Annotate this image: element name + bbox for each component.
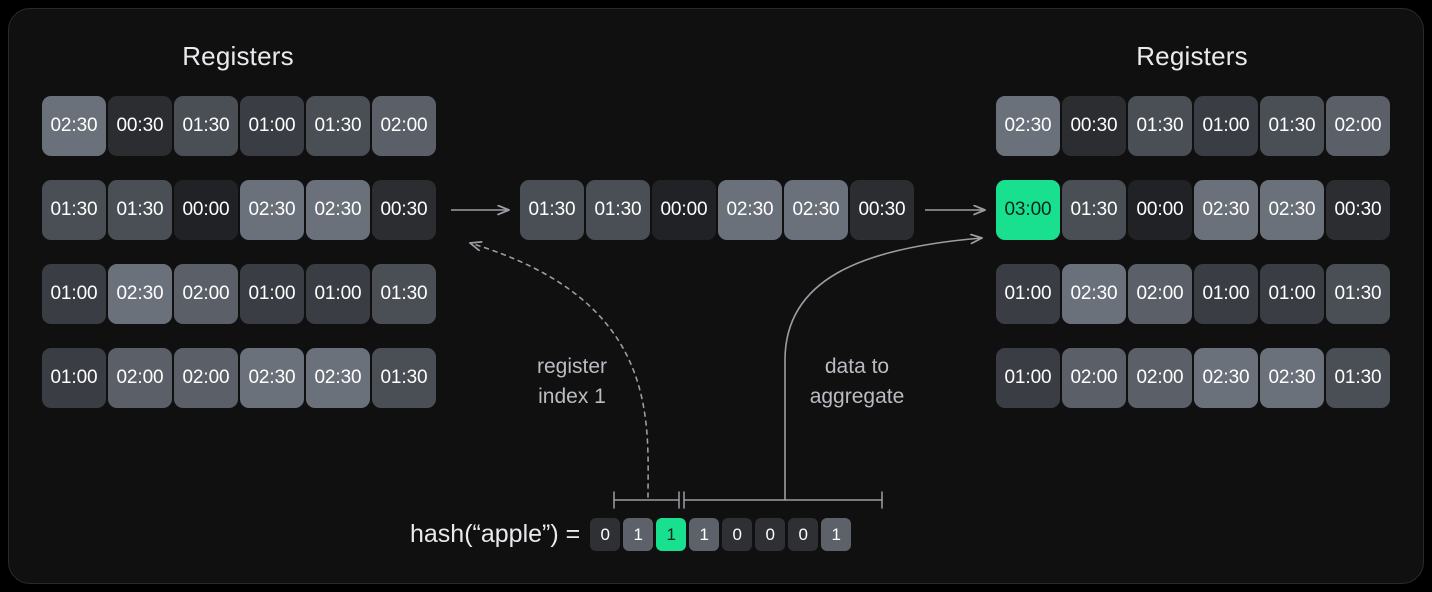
register-before-cell-3-5: 01:30 bbox=[372, 348, 436, 408]
register-after-cell-0-3: 01:00 bbox=[1194, 96, 1258, 156]
register-after-cell-2-1: 02:30 bbox=[1062, 264, 1126, 324]
hash-bit-2: 1 bbox=[656, 518, 687, 551]
register-before-cell-3-0: 01:00 bbox=[42, 348, 106, 408]
register-after-cell-3-4: 02:30 bbox=[1260, 348, 1324, 408]
register-before-cell-0-5: 02:00 bbox=[372, 96, 436, 156]
register-before-cell-1-5: 00:30 bbox=[372, 180, 436, 240]
register-before-cell-3-2: 02:00 bbox=[174, 348, 238, 408]
register-before-cell-2-1: 02:30 bbox=[108, 264, 172, 324]
register-after-cell-0-2: 01:30 bbox=[1128, 96, 1192, 156]
register-after-cell-3-5: 01:30 bbox=[1326, 348, 1390, 408]
selected-row-cell-5: 00:30 bbox=[850, 180, 914, 240]
register-before-cell-0-0: 02:30 bbox=[42, 96, 106, 156]
hash-bit-4: 0 bbox=[722, 518, 753, 551]
annotation-data-to-aggregate: data to aggregate bbox=[809, 355, 905, 408]
register-after-cell-2-0: 01:00 bbox=[996, 264, 1060, 324]
selected-row-cell-0: 01:30 bbox=[520, 180, 584, 240]
hash-bit-1: 1 bbox=[623, 518, 654, 551]
hash-label: hash(“apple”) = bbox=[410, 520, 581, 548]
register-after-cell-0-0: 02:30 bbox=[996, 96, 1060, 156]
register-after-cell-1-5: 00:30 bbox=[1326, 180, 1390, 240]
register-after-cell-1-4: 02:30 bbox=[1260, 180, 1324, 240]
register-before-cell-3-3: 02:30 bbox=[240, 348, 304, 408]
register-before-cell-0-3: 01:00 bbox=[240, 96, 304, 156]
register-before-cell-2-0: 01:00 bbox=[42, 264, 106, 324]
register-after-cell-1-1: 01:30 bbox=[1062, 180, 1126, 240]
register-after-cell-1-0: 03:00 bbox=[996, 180, 1060, 240]
register-before-cell-0-2: 01:30 bbox=[174, 96, 238, 156]
register-before-cell-2-2: 02:00 bbox=[174, 264, 238, 324]
register-after-cell-3-1: 02:00 bbox=[1062, 348, 1126, 408]
register-after-cell-0-4: 01:30 bbox=[1260, 96, 1324, 156]
register-after-cell-3-3: 02:30 bbox=[1194, 348, 1258, 408]
hash-bit-0: 0 bbox=[590, 518, 621, 551]
register-before-cell-1-1: 01:30 bbox=[108, 180, 172, 240]
register-before-cell-1-4: 02:30 bbox=[306, 180, 370, 240]
annotation-register-index: register index 1 bbox=[536, 355, 608, 408]
selected-row-cell-1: 01:30 bbox=[586, 180, 650, 240]
register-after-cell-0-5: 02:00 bbox=[1326, 96, 1390, 156]
register-after-cell-3-0: 01:00 bbox=[996, 348, 1060, 408]
register-before-cell-3-1: 02:00 bbox=[108, 348, 172, 408]
register-before-cell-1-0: 01:30 bbox=[42, 180, 106, 240]
selected-row-cell-2: 00:00 bbox=[652, 180, 716, 240]
register-after-cell-2-5: 01:30 bbox=[1326, 264, 1390, 324]
register-after-cell-0-1: 00:30 bbox=[1062, 96, 1126, 156]
register-before-cell-0-1: 00:30 bbox=[108, 96, 172, 156]
selected-row-cell-4: 02:30 bbox=[784, 180, 848, 240]
register-before-cell-0-4: 01:30 bbox=[306, 96, 370, 156]
register-before-cell-2-4: 01:00 bbox=[306, 264, 370, 324]
register-before-cell-2-3: 01:00 bbox=[240, 264, 304, 324]
register-after-cell-2-2: 02:00 bbox=[1128, 264, 1192, 324]
register-before-cell-1-3: 02:30 bbox=[240, 180, 304, 240]
hash-bit-7: 1 bbox=[821, 518, 852, 551]
register-before-cell-3-4: 02:30 bbox=[306, 348, 370, 408]
register-after-cell-2-3: 01:00 bbox=[1194, 264, 1258, 324]
hash-bit-3: 1 bbox=[689, 518, 720, 551]
register-before-cell-2-5: 01:30 bbox=[372, 264, 436, 324]
hash-bit-5: 0 bbox=[755, 518, 786, 551]
hash-bit-6: 0 bbox=[788, 518, 819, 551]
register-after-cell-2-4: 01:00 bbox=[1260, 264, 1324, 324]
selected-row-cell-3: 02:30 bbox=[718, 180, 782, 240]
register-before-cell-1-2: 00:00 bbox=[174, 180, 238, 240]
panel-title-right: Registers bbox=[1136, 41, 1248, 71]
register-after-cell-3-2: 02:00 bbox=[1128, 348, 1192, 408]
panel-title-left: Registers bbox=[182, 41, 294, 71]
register-after-cell-1-3: 02:30 bbox=[1194, 180, 1258, 240]
register-after-cell-1-2: 00:00 bbox=[1128, 180, 1192, 240]
